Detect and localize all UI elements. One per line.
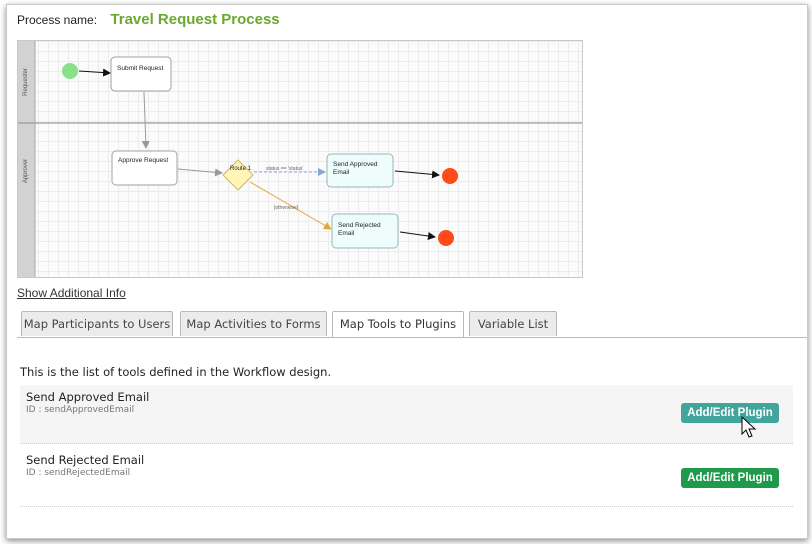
tool-send-rejected-email[interactable] (331, 213, 399, 249)
end-event-approved[interactable] (442, 168, 458, 184)
tool-send-approved-label-2: Email (333, 169, 350, 176)
lane-header-strip (18, 41, 35, 277)
workflow-diagram: Requester Approver Submit Request Approv… (17, 40, 583, 278)
tool-send-approved-email[interactable] (326, 153, 394, 188)
tool-id: ID : sendRejectedEmail (26, 468, 131, 478)
tool-send-approved-label-1: Send Approved (333, 161, 378, 168)
transition-status-label: status == 'status' (266, 166, 303, 172)
process-name-label: Process name: (17, 13, 98, 27)
process-name-row: Process name: Travel Request Process (17, 11, 280, 28)
tool-row: Send Rejected Email ID : sendRejectedEma… (20, 448, 793, 507)
mouse-pointer-icon (741, 416, 757, 438)
app-window: Process name: Travel Request Process Req… (6, 4, 808, 539)
route-gateway[interactable] (222, 159, 254, 191)
show-additional-info-link[interactable]: Show Additional Info (17, 286, 126, 300)
tool-name: Send Rejected Email (26, 453, 145, 467)
tool-row: Send Approved Email ID : sendApprovedEma… (20, 385, 793, 444)
tools-description: This is the list of tools defined in the… (20, 365, 332, 379)
tool-name: Send Approved Email (26, 390, 150, 404)
activity-submit-request-label: Submit Request (117, 65, 163, 72)
tool-send-rejected-label-1: Send Rejected (338, 222, 381, 229)
tab-variable-list[interactable]: Variable List (469, 311, 557, 336)
process-name-value: Travel Request Process (110, 11, 280, 28)
activity-approve-request[interactable] (111, 150, 178, 186)
add-edit-plugin-button[interactable]: Add/Edit Plugin (681, 468, 779, 488)
route-gateway-label: Route 1 (230, 166, 252, 172)
add-edit-plugin-button[interactable]: Add/Edit Plugin (681, 403, 779, 423)
tool-id: ID : sendApprovedEmail (26, 405, 135, 415)
tab-map-activities[interactable]: Map Activities to Forms (180, 311, 327, 336)
start-event[interactable] (62, 63, 78, 79)
lane-label-requester: Requester (23, 68, 29, 96)
end-event-rejected[interactable] (438, 230, 454, 246)
activity-approve-request-label: Approve Request (118, 157, 168, 164)
transition-otherwise-label: [otherwise] (274, 205, 299, 211)
workflow-diagram-svg: Requester Approver Submit Request Approv… (18, 41, 582, 277)
tab-divider (17, 337, 807, 338)
tab-map-tools[interactable]: Map Tools to Plugins (332, 311, 464, 338)
tab-map-participants[interactable]: Map Participants to Users (21, 311, 173, 336)
lane-label-approver: Approver (23, 159, 29, 183)
tool-send-rejected-label-2: Email (338, 230, 355, 237)
activity-submit-request[interactable] (110, 56, 172, 92)
